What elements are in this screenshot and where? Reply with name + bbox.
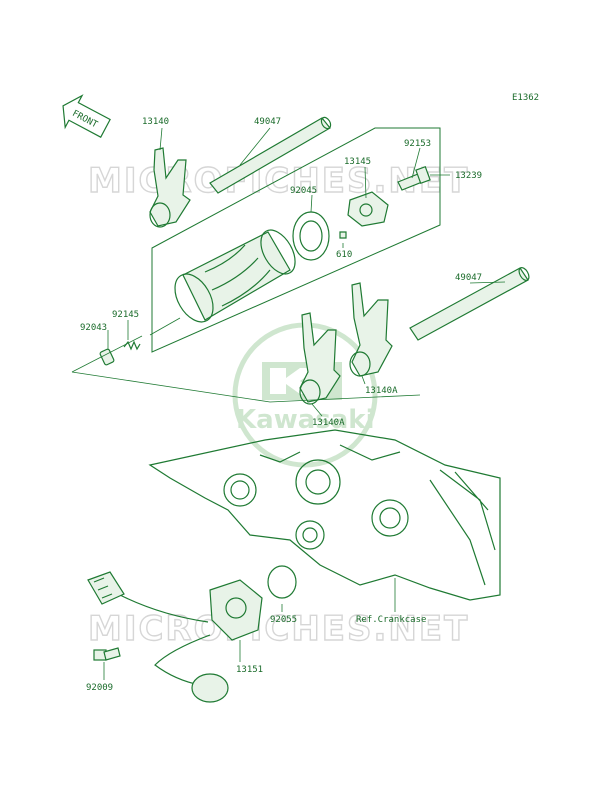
bolt-92009 bbox=[93, 647, 121, 661]
label-ref-crankcase: Ref.Crankcase bbox=[356, 615, 426, 625]
label-92045: 92045 bbox=[290, 186, 317, 196]
shift-fork-13140a-left bbox=[299, 312, 341, 405]
front-arrow-icon: FRONT bbox=[62, 94, 111, 138]
shift-drum-cam-13145 bbox=[347, 191, 389, 227]
sensor-connector-icon bbox=[87, 571, 125, 605]
label-13151: 13151 bbox=[236, 665, 263, 675]
label-13239: 13239 bbox=[455, 171, 482, 181]
shift-rod-lower bbox=[409, 267, 530, 341]
label-13145: 13145 bbox=[344, 157, 371, 167]
shift-drum bbox=[149, 229, 296, 336]
o-ring-92055 bbox=[267, 565, 297, 599]
pin-610 bbox=[339, 231, 347, 239]
gear-position-sensor-13151 bbox=[119, 579, 263, 703]
crankcase bbox=[148, 429, 501, 601]
label-92009: 92009 bbox=[86, 683, 113, 693]
label-13140a-left: 13140A bbox=[312, 418, 345, 428]
label-13140: 13140 bbox=[142, 117, 169, 127]
diagram-code: E1362 bbox=[512, 93, 539, 103]
shift-fork-13140 bbox=[149, 147, 191, 228]
label-92145: 92145 bbox=[112, 310, 139, 320]
label-610: 610 bbox=[336, 250, 352, 260]
assembly-box bbox=[151, 127, 441, 353]
label-92043: 92043 bbox=[80, 323, 107, 333]
pin-92043 bbox=[99, 348, 115, 366]
spring-92145 bbox=[123, 340, 141, 351]
shift-rod-upper bbox=[209, 116, 332, 194]
label-49047-lower: 49047 bbox=[455, 273, 482, 283]
logo-text: Kawasaki bbox=[236, 405, 374, 435]
label-13140a-right: 13140A bbox=[365, 386, 398, 396]
watermark-bottom: MICROFICHES.NET bbox=[88, 609, 469, 649]
shift-fork-13140a-right bbox=[349, 282, 393, 377]
bearing-92045 bbox=[292, 211, 330, 261]
label-92153: 92153 bbox=[404, 139, 431, 149]
label-49047-upper: 49047 bbox=[254, 117, 281, 127]
bolt-92153 bbox=[397, 165, 431, 191]
label-92055: 92055 bbox=[270, 615, 297, 625]
